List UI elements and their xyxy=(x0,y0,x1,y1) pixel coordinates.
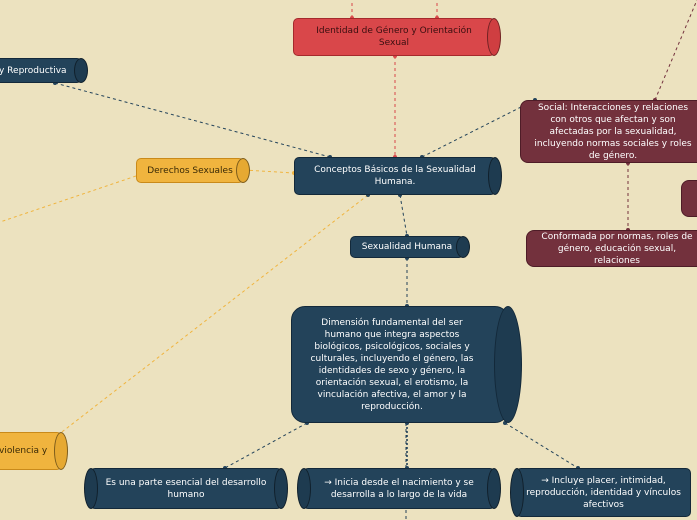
node-maroon-partial[interactable] xyxy=(681,180,697,217)
connector-conceptos-violencia xyxy=(57,194,369,436)
cylinder-cap xyxy=(54,432,68,470)
connector-dimension-parte xyxy=(224,422,308,469)
node-sexualidad-humana[interactable]: Sexualidad Humana xyxy=(350,236,470,258)
node-incluye-label: → Incluye placer, intimidad, reproducció… xyxy=(526,475,681,510)
node-identidad-label: Identidad de Género y Orientación Sexual xyxy=(316,26,472,48)
cylinder-cap xyxy=(84,468,98,509)
cylinder-cap xyxy=(74,58,88,83)
cylinder-cap xyxy=(274,468,288,509)
cylinder-cap xyxy=(494,306,522,423)
node-conformada[interactable]: Conformada por normas, roles de género, … xyxy=(526,230,697,267)
node-social[interactable]: Social: Interacciones y relaciones con o… xyxy=(520,100,697,163)
node-dimension-fundamental[interactable]: Dimensión fundamental del ser humano que… xyxy=(291,306,522,423)
node-incluye-placer[interactable]: → Incluye placer, intimidad, reproducció… xyxy=(510,468,691,517)
node-parte-label: Es una parte esencial del desarrollo hum… xyxy=(105,477,267,500)
connector-derechos-left xyxy=(0,175,137,223)
node-violencia[interactable]: violencia y xyxy=(0,432,68,470)
connector-derechos-conceptos xyxy=(243,169,295,174)
cylinder-cap xyxy=(456,236,470,258)
node-derechos-sexuales[interactable]: Derechos Sexuales xyxy=(136,158,250,183)
node-identidad[interactable]: Identidad de Género y Orientación Sexual xyxy=(293,18,501,56)
connector-social-up xyxy=(654,0,697,101)
cylinder-cap xyxy=(488,157,502,195)
node-conceptos-basicos[interactable]: Conceptos Básicos de la Sexualidad Human… xyxy=(294,157,502,195)
node-sexualidad-label: Sexualidad Humana xyxy=(361,242,453,252)
cylinder-cap xyxy=(487,468,501,509)
cylinder-cap xyxy=(297,468,311,509)
connector-salud-conceptos xyxy=(54,82,331,158)
node-social-label: Social: Interacciones y relaciones con o… xyxy=(534,102,692,161)
node-violencia-label: violencia y xyxy=(0,446,48,456)
node-salud-label: y Reproductiva xyxy=(0,65,67,76)
connector-conceptos-sexualidad xyxy=(399,194,408,237)
node-inicia-nacimiento[interactable]: → Inicia desde el nacimiento y se desarr… xyxy=(297,468,501,509)
node-conformada-label: Conformada por normas, roles de género, … xyxy=(541,231,693,266)
connector-dimension-incluye xyxy=(504,422,579,469)
node-salud-reproductiva[interactable]: y Reproductiva xyxy=(0,58,88,83)
node-inicia-label: → Inicia desde el nacimiento y se desarr… xyxy=(324,477,474,500)
cylinder-cap xyxy=(510,468,524,517)
node-derechos-label: Derechos Sexuales xyxy=(147,165,233,176)
node-conceptos-label: Conceptos Básicos de la Sexualidad Human… xyxy=(314,165,476,187)
cylinder-cap xyxy=(236,158,250,183)
connector-conceptos-social xyxy=(421,99,536,158)
node-parte-esencial[interactable]: Es una parte esencial del desarrollo hum… xyxy=(84,468,288,509)
node-dimension-label: Dimensión fundamental del ser humano que… xyxy=(310,317,474,412)
cylinder-cap xyxy=(487,18,501,56)
